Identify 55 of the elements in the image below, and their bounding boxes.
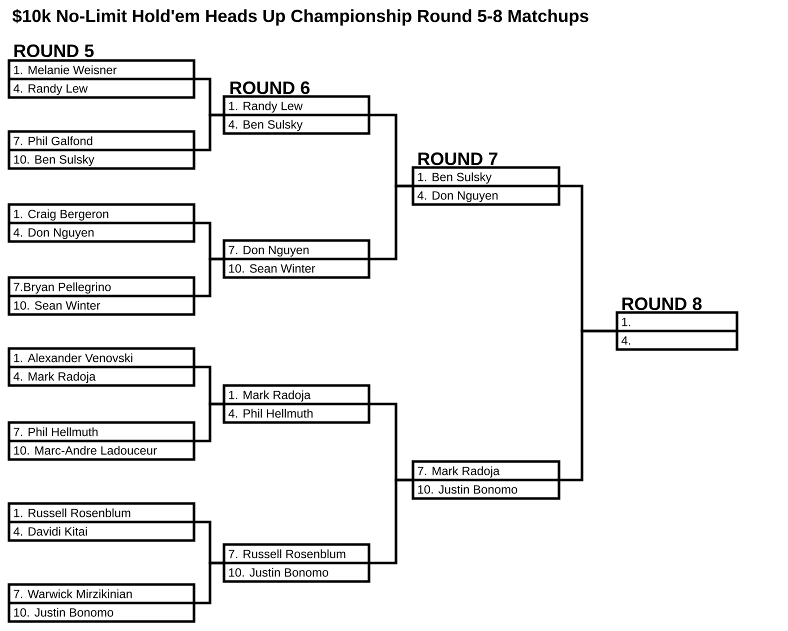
bracket-entry: 10. Sean Winter bbox=[229, 264, 316, 273]
matchup-box bbox=[222, 384, 370, 424]
bracket-entry: 7.Bryan Pellegrino bbox=[14, 282, 111, 294]
bracket-line bbox=[194, 562, 224, 604]
bracket-entry: 4. Don Nguyen bbox=[14, 228, 94, 240]
bracket-entry: 1. Randy Lew bbox=[229, 101, 303, 113]
bracket-entry: 10. Ben Sulsky bbox=[14, 154, 94, 166]
matchup-box bbox=[8, 421, 196, 461]
diagram-title: $10k No-Limit Hold'em Heads Up Championship Round 5-8 Matchups bbox=[12, 9, 588, 26]
bracket-entry: 4. Randy Lew bbox=[14, 84, 88, 96]
matchup-box bbox=[8, 347, 196, 387]
matchup-box bbox=[412, 460, 560, 500]
bracket-entry: 7. Russell Rosenblum bbox=[228, 549, 346, 558]
matchup-box bbox=[8, 276, 196, 316]
matchup-box bbox=[412, 166, 560, 206]
bracket-entry: 7. Phil Galfond bbox=[14, 136, 92, 146]
bracket-entry: 7. Mark Radoja bbox=[418, 466, 500, 478]
bracket-line bbox=[369, 184, 413, 260]
bracket-entry: 4. Don Nguyen bbox=[417, 191, 498, 202]
matchup-box bbox=[8, 583, 196, 623]
bracket-line bbox=[194, 114, 224, 152]
bracket-entry: 7. Warwick Mirzikinian bbox=[14, 589, 132, 598]
bracket-entry: 1. Ben Sulsky bbox=[418, 172, 492, 184]
bracket-entry: 10. Marc-Andre Ladouceur bbox=[14, 446, 157, 455]
matchup-box bbox=[616, 311, 738, 351]
matchup-box bbox=[222, 239, 370, 279]
bracket-entry: 4. bbox=[621, 336, 630, 345]
bracket-entry: 4. Phil Hellmuth bbox=[228, 408, 313, 418]
bracket-entry: 7. Don Nguyen bbox=[228, 246, 309, 257]
bracket-entry: 4. Mark Radoja bbox=[14, 372, 96, 384]
bracket-entry: 1. Mark Radoja bbox=[229, 390, 311, 402]
bracket-entry: 10. Sean Winter bbox=[14, 300, 100, 310]
bracket-entry: 10. Justin Bonomo bbox=[229, 568, 328, 577]
matchup-box bbox=[222, 95, 370, 135]
bracket-entry: 1. Russell Rosenblum bbox=[14, 508, 130, 518]
bracket-line bbox=[194, 258, 224, 298]
round-heading: ROUND 6 bbox=[230, 81, 310, 94]
round-heading: ROUND 7 bbox=[418, 152, 498, 166]
bracket-entry: 10. Justin Bonomo bbox=[14, 608, 114, 617]
bracket-entry: 1. bbox=[622, 318, 630, 326]
bracket-entry: 4. Davidi Kitai bbox=[14, 526, 87, 536]
bracket-entry: 4. Ben Sulsky bbox=[228, 120, 303, 132]
bracket-line bbox=[194, 402, 224, 442]
matchup-box bbox=[8, 130, 196, 170]
bracket-line bbox=[559, 330, 617, 482]
bracket-entry: 10. Justin Bonomo bbox=[418, 484, 518, 494]
bracket-entry: 1. Alexander Venovski bbox=[14, 353, 132, 362]
matchup-box bbox=[8, 502, 196, 542]
matchup-box bbox=[8, 203, 196, 243]
bracket-entry: 7. Phil Hellmuth bbox=[14, 427, 98, 436]
bracket-entry: 1. Melanie Weisner bbox=[14, 65, 117, 74]
matchup-box bbox=[8, 59, 196, 99]
bracket-entry: 1. Craig Bergeron bbox=[14, 209, 108, 221]
bracket-line bbox=[369, 478, 413, 564]
matchup-box bbox=[222, 543, 370, 583]
